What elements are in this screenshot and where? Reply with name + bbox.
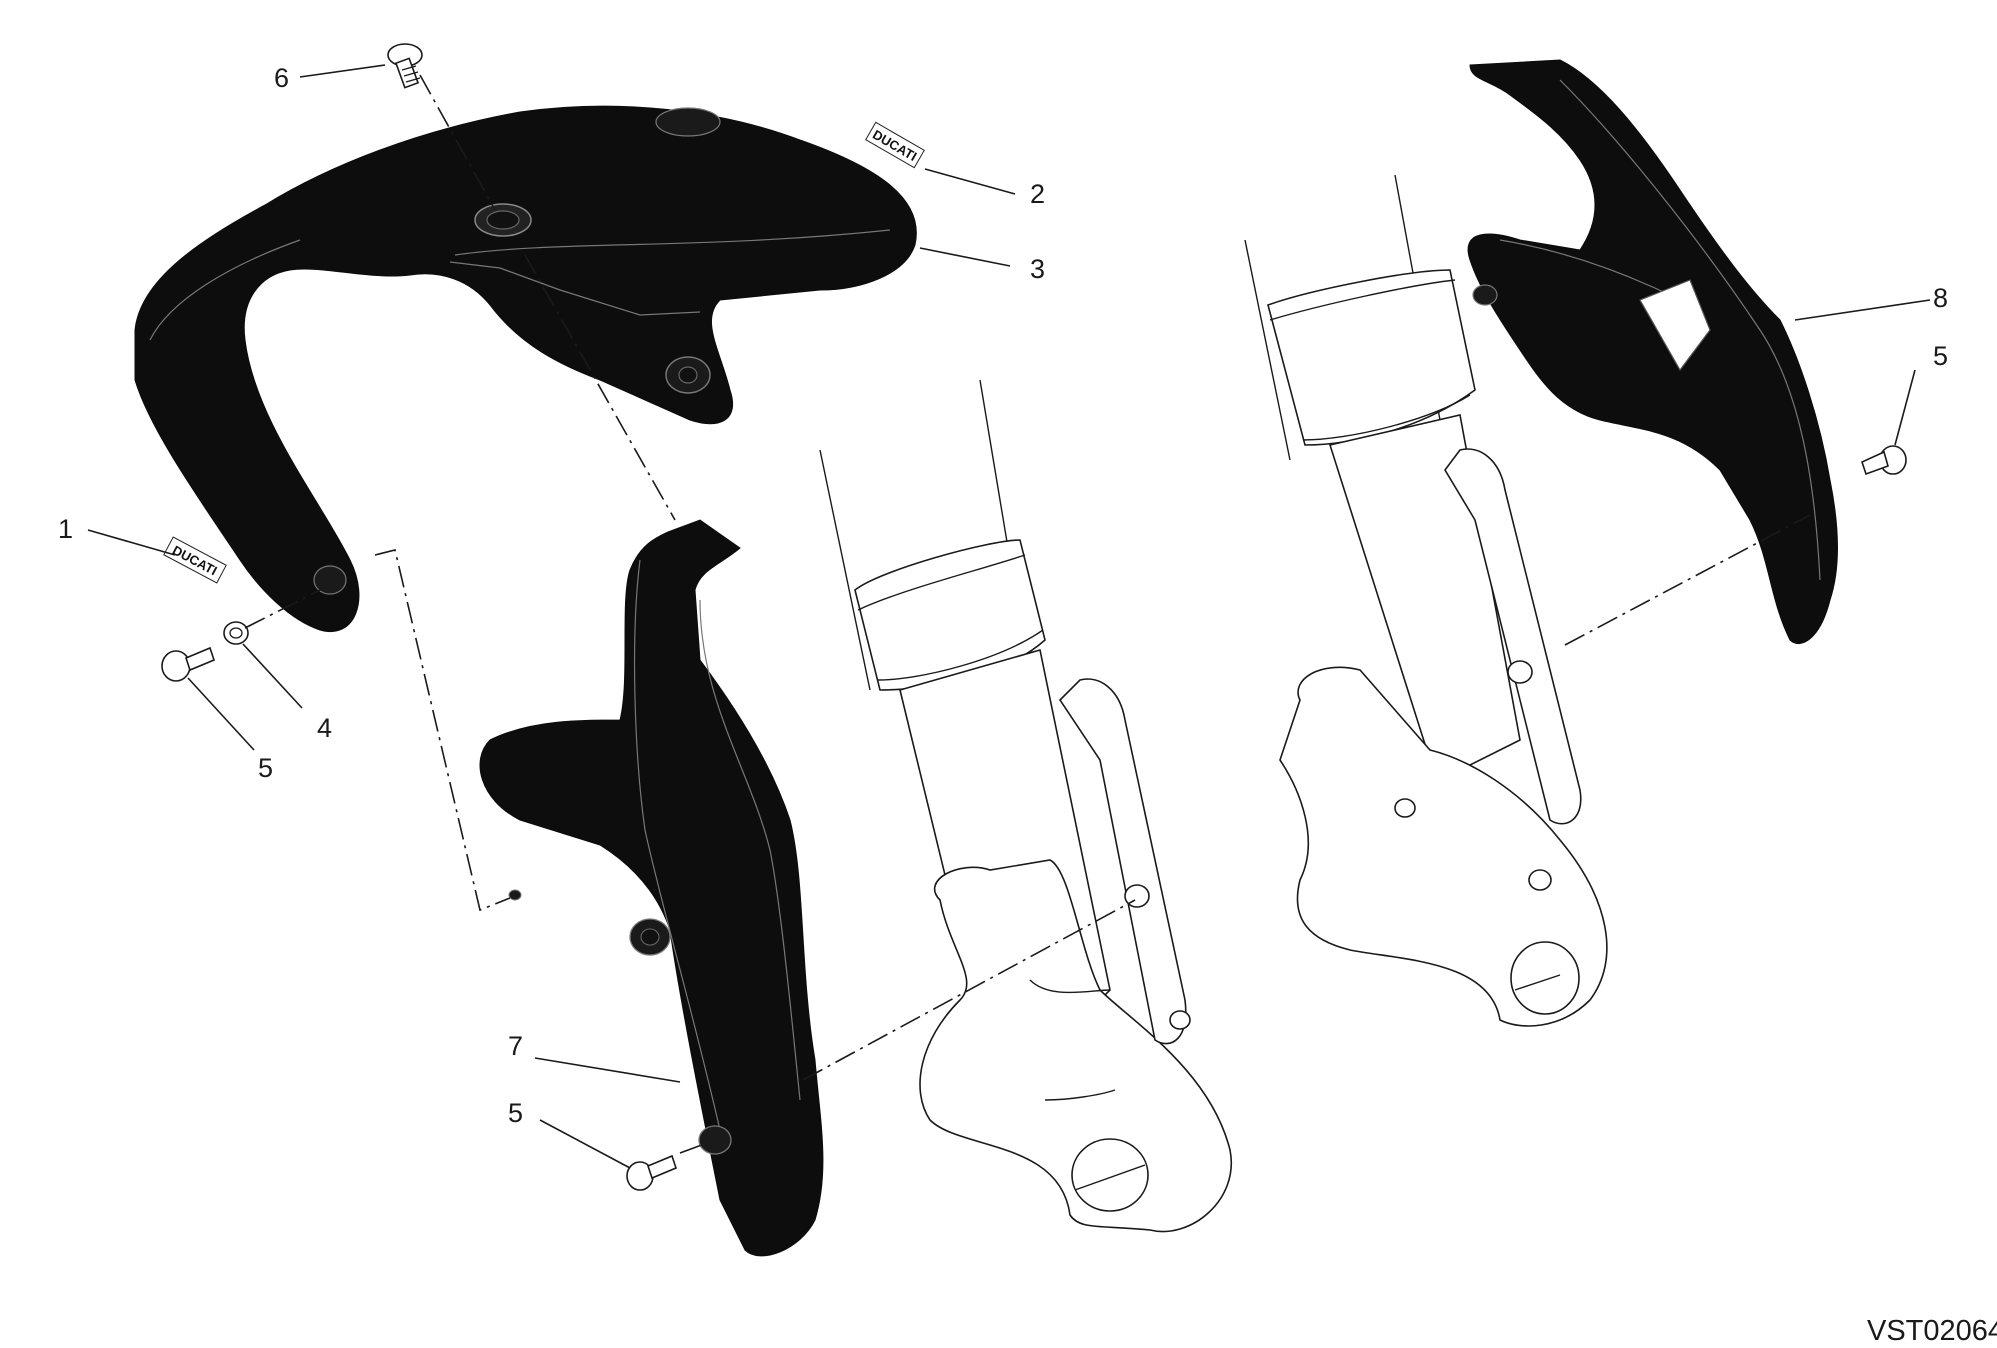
screw-5-left xyxy=(161,646,215,682)
ducati-decal-2: DUCATI xyxy=(865,121,925,169)
fork-guard-7 xyxy=(479,519,824,1257)
callout-5-left: 5 xyxy=(258,753,273,783)
screw-6 xyxy=(387,43,423,89)
fork-leg-right xyxy=(1244,174,1608,1027)
screw-5-bottom xyxy=(626,1154,677,1191)
callout-labels: 1 2 3 4 5 5 5 6 7 8 xyxy=(58,63,1948,1128)
ducati-decal-1: DUCATI xyxy=(163,536,227,584)
callout-8: 8 xyxy=(1933,283,1948,313)
screw-5-right xyxy=(1861,445,1907,476)
callout-5-right: 5 xyxy=(1933,341,1948,371)
fork-guard-8 xyxy=(1467,59,1838,645)
assembly-lines xyxy=(244,74,1811,1154)
callout-4: 4 xyxy=(317,713,332,743)
callout-7: 7 xyxy=(508,1031,523,1061)
callout-5-bottom: 5 xyxy=(508,1098,523,1128)
drawing-code: VST02064 xyxy=(1867,1315,1997,1347)
washer-4 xyxy=(223,621,249,645)
callout-1: 1 xyxy=(58,514,73,544)
fork-leg-left xyxy=(819,379,1233,1233)
callout-2: 2 xyxy=(1030,179,1045,209)
callout-3: 3 xyxy=(1030,254,1045,284)
front-mudguard xyxy=(134,105,917,632)
callout-6: 6 xyxy=(274,63,289,93)
callout-leaders xyxy=(87,64,1931,1169)
